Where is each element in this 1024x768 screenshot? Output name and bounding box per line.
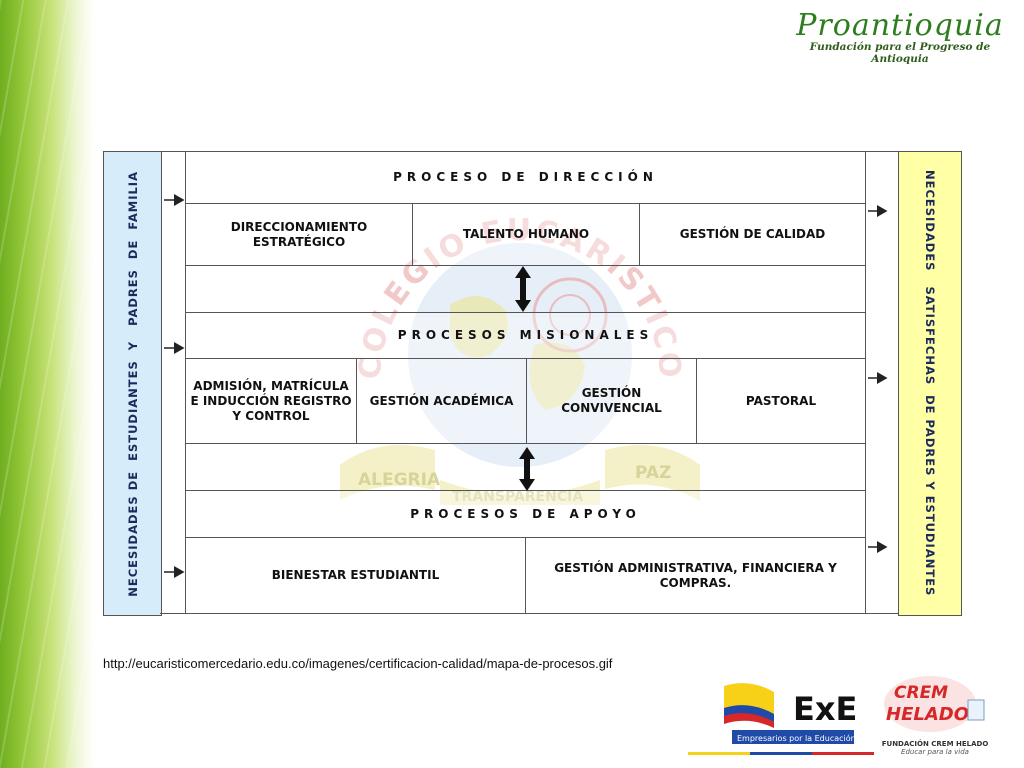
input-needs-label: NECESIDADES DE ESTUDIANTES Y PADRES DE F… [125,170,140,597]
misionales-item-pastoral: PASTORAL [696,358,866,444]
crem-helado-icon: CREM HELADO [884,676,985,732]
watermark-ribbon-center: TRANSPARENCIA [452,489,583,505]
crem-brand-bottom: HELADO [886,704,969,725]
direccion-item-calidad: GESTIÓN DE CALIDAD [639,203,866,266]
right-connector-column [866,151,898,614]
proantioquia-logo-subtitle: Fundación para el Progreso de Antioquia [809,41,991,65]
exe-flag-icon: ExE Empresarios por la Educación [688,683,874,755]
misionales-item-convivencial: GESTIÓN CONVIVENCIAL [526,358,697,444]
output-needs-panel: NECESIDADES SATISFECHAS DE PADRES Y ESTU… [898,151,962,616]
proantioquia-logo: Proantioquia Fundación para el Progreso … [790,8,1010,68]
college-watermark: COLEGIO EUCARISTICO MERCEDARIO ALEGRIA P… [340,195,700,505]
source-url-text: http://eucaristicomercedario.edu.co/imag… [103,656,613,671]
direccion-item-direccionamiento: DIRECCIONAMIENTO ESTRATÉGICO [185,203,413,266]
left-connector-column [160,151,185,614]
crem-sub-name: FUNDACIÓN CREM HELADO [881,740,989,748]
crem-brand-top: CREM [894,683,948,703]
watermark-ribbon-left: ALEGRIA [358,470,441,490]
proantioquia-logo-name: Proantioquia [796,8,1004,43]
exe-mark: ExE [793,690,857,728]
input-needs-panel: NECESIDADES DE ESTUDIANTES Y PADRES DE F… [103,151,162,616]
output-needs-label: NECESIDADES SATISFECHAS DE PADRES Y ESTU… [923,170,937,597]
crem-helado-logo: CREM HELADO FUNDACIÓN CREM HELADO Educar… [880,672,990,762]
misionales-item-admision: ADMISIÓN, MATRÍCULA E INDUCCIÓN REGISTRO… [185,358,357,444]
direccion-header: PROCESO DE DIRECCIÓN [185,151,866,204]
apoyo-header: PROCESOS DE APOYO [185,490,866,538]
apoyo-item-administrativa: GESTIÓN ADMINISTRATIVA, FINANCIERA Y COM… [525,537,866,614]
exe-tagline: Empresarios por la Educación [737,733,856,743]
direccion-item-talento: TALENTO HUMANO [412,203,640,266]
crem-sub-tagline: Educar para la vida [901,748,969,756]
misionales-item-academica: GESTIÓN ACADÉMICA [356,358,527,444]
green-decorative-band [0,0,94,768]
misionales-header: PROCESOS MISIONALES [185,312,866,359]
exe-logo: ExE Empresarios por la Educación [688,676,878,758]
watermark-ribbon-right: PAZ [635,463,671,483]
apoyo-item-bienestar: BIENESTAR ESTUDIANTIL [185,537,526,614]
